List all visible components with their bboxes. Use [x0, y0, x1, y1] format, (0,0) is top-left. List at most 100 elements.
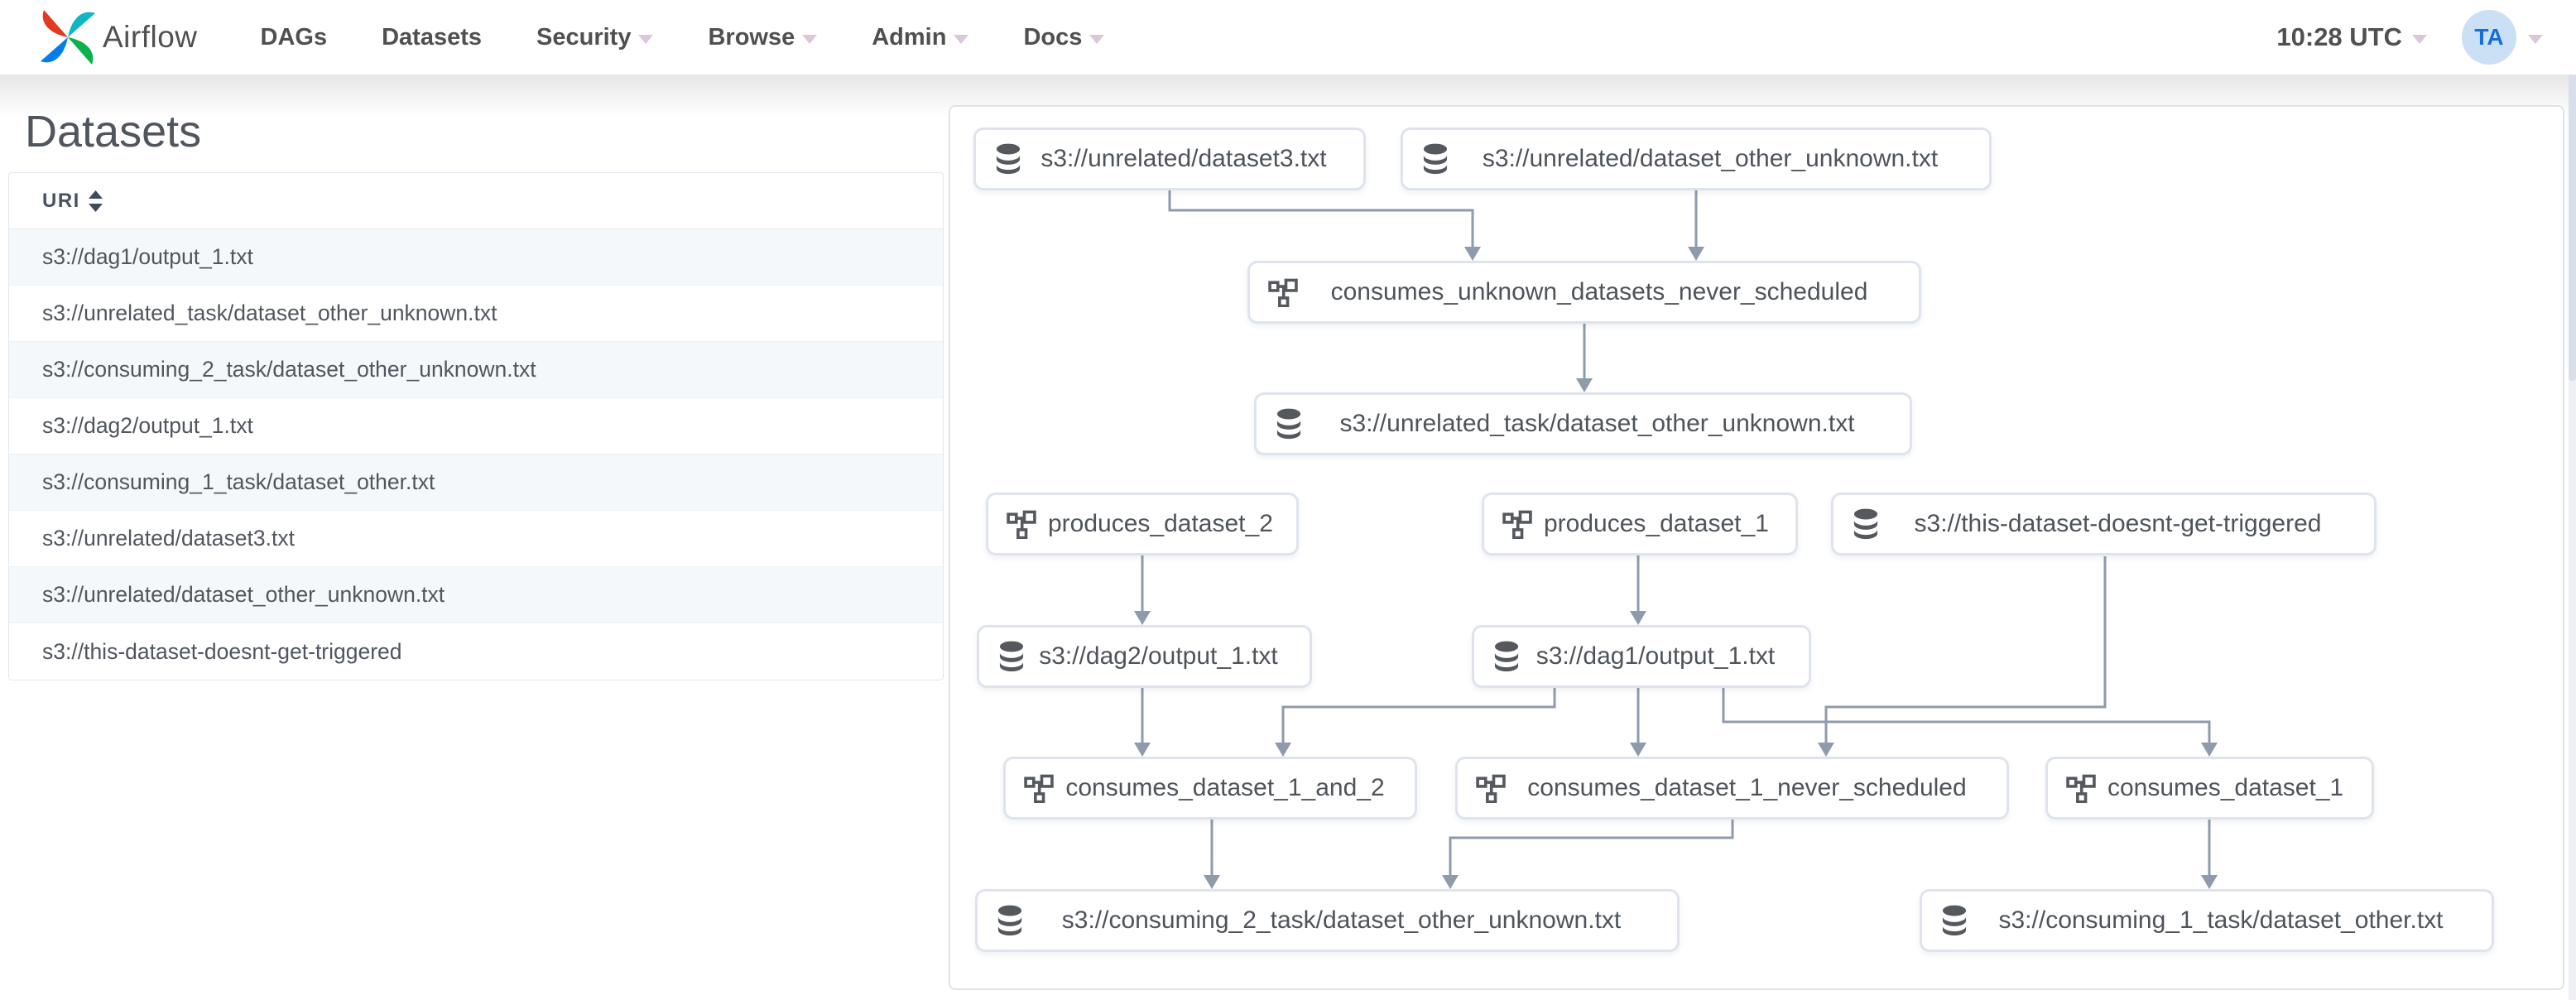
datasets-table: URI s3://dag1/output_1.txt s3://unrelated…: [8, 172, 944, 680]
nav-item-security[interactable]: Security: [536, 23, 654, 51]
dataset-node-utdou[interactable]: s3://unrelated_task/dataset_other_unknow…: [1254, 392, 1912, 455]
dag-icon: [1268, 277, 1298, 307]
edge-arrowhead: [2201, 875, 2218, 889]
avatar: TA: [2462, 10, 2516, 65]
edge-arrowhead: [1818, 743, 1834, 757]
edge-arrowhead: [1630, 743, 1646, 757]
nav-menu: DAGs Datasets Security Browse Admin Docs: [261, 24, 1105, 51]
dag-icon: [1024, 773, 1054, 803]
graph-edges: [1134, 190, 2218, 889]
node-label: produces_dataset_1: [1544, 510, 1769, 537]
edge-arrowhead: [2201, 743, 2218, 757]
nav-item-label: Browse: [708, 23, 795, 50]
table-row[interactable]: s3://dag2/output_1.txt: [9, 398, 943, 454]
edge-arrowhead: [1134, 743, 1151, 757]
uri-column-header[interactable]: URI: [42, 190, 103, 213]
nav-item-dags[interactable]: DAGs: [261, 24, 328, 51]
dataset-node-c2t[interactable]: s3://consuming_2_task/dataset_other_unkn…: [975, 889, 1680, 952]
table-row[interactable]: s3://unrelated_task/dataset_other_unknow…: [9, 286, 943, 342]
edge-arrowhead: [1464, 247, 1481, 261]
chevron-down-icon: [1089, 34, 1105, 44]
database-icon: [996, 905, 1024, 936]
table-row[interactable]: s3://unrelated/dataset_other_unknown.txt: [9, 567, 943, 623]
dag-node-cd12[interactable]: consumes_dataset_1_and_2: [1003, 757, 1417, 820]
dataset-uri-cell: s3://unrelated/dataset_other_unknown.txt: [42, 582, 445, 607]
dataset-dependency-graph: s3://unrelated/dataset3.txt s3://unrelate…: [949, 105, 2564, 990]
chevron-down-icon: [802, 34, 818, 44]
edge-dag1o-to-cd12: [1281, 688, 1556, 746]
database-icon: [994, 143, 1022, 175]
dag-icon: [1476, 773, 1506, 803]
uri-column-label: URI: [42, 189, 80, 212]
scrollbar-thumb[interactable]: [2569, 50, 2576, 381]
dag-node-cd1ns[interactable]: consumes_dataset_1_never_scheduled: [1455, 757, 2009, 820]
dataset-node-c1t[interactable]: s3://consuming_1_task/dataset_other.txt: [1920, 889, 2494, 952]
clock-label: 10:28 UTC: [2276, 22, 2402, 51]
clock-dropdown[interactable]: 10:28 UTC: [2276, 22, 2427, 52]
page-title: Datasets: [25, 107, 202, 156]
nav-item-label: Security: [536, 23, 632, 50]
table-row[interactable]: s3://consuming_1_task/dataset_other.txt: [9, 454, 943, 511]
sort-icon: [88, 190, 103, 212]
node-label: s3://dag2/output_1.txt: [1039, 642, 1278, 670]
vertical-scrollbar[interactable]: [2569, 46, 2576, 1000]
edge-cd1ns-to-c2t: [1449, 820, 1734, 878]
database-icon: [1275, 408, 1303, 440]
airflow-brand[interactable]: Airflow: [38, 7, 198, 67]
dataset-node-tddgt[interactable]: s3://this-dataset-doesnt-get-triggered: [1831, 493, 2377, 555]
dataset-uri-cell: s3://unrelated/dataset3.txt: [42, 526, 295, 550]
node-label: consumes_dataset_1_and_2: [1065, 774, 1385, 801]
nav-item-admin[interactable]: Admin: [872, 23, 969, 51]
nav-item-label: Admin: [872, 23, 947, 50]
database-icon: [997, 641, 1026, 672]
dag-node-pd1[interactable]: produces_dataset_1: [1482, 493, 1798, 555]
dataset-uri-cell: s3://unrelated_task/dataset_other_unknow…: [42, 300, 497, 325]
dag-icon: [2066, 773, 2096, 803]
datasets-table-body: s3://dag1/output_1.txt s3://unrelated_tas…: [9, 229, 943, 680]
edge-arrowhead: [1630, 611, 1646, 625]
nav-item-label: DAGs: [260, 23, 328, 50]
table-row[interactable]: s3://unrelated/dataset3.txt: [9, 511, 943, 567]
dag-icon: [1502, 509, 1532, 539]
chevron-down-icon: [2528, 34, 2543, 44]
node-label: produces_dataset_2: [1048, 510, 1273, 537]
chevron-down-icon: [954, 34, 969, 44]
chevron-down-icon: [2412, 34, 2427, 44]
nav-item-datasets[interactable]: Datasets: [382, 24, 482, 51]
chevron-down-icon: [638, 34, 654, 44]
node-label: s3://dag1/output_1.txt: [1536, 642, 1776, 670]
user-menu[interactable]: TA: [2462, 10, 2543, 65]
node-label: s3://consuming_1_task/dataset_other.txt: [1998, 906, 2444, 934]
database-icon: [1492, 641, 1521, 672]
dataset-node-dag1o[interactable]: s3://dag1/output_1.txt: [1472, 625, 1811, 688]
dag-node-pd2[interactable]: produces_dataset_2: [986, 493, 1299, 555]
node-label: s3://unrelated/dataset3.txt: [1040, 145, 1327, 172]
nav-item-label: Datasets: [382, 23, 483, 50]
dataset-node-dsou[interactable]: s3://unrelated/dataset_other_unknown.txt: [1401, 127, 1992, 190]
database-icon: [1940, 905, 1968, 936]
edge-arrowhead: [1134, 611, 1151, 625]
table-row[interactable]: s3://dag1/output_1.txt: [9, 229, 943, 286]
node-label: s3://unrelated/dataset_other_unknown.txt: [1482, 145, 1939, 172]
dataset-node-dag2o[interactable]: s3://dag2/output_1.txt: [977, 625, 1312, 688]
node-label: s3://unrelated_task/dataset_other_unknow…: [1339, 410, 1855, 437]
table-row[interactable]: s3://this-dataset-doesnt-get-triggered: [9, 623, 943, 680]
edge-arrowhead: [1442, 875, 1459, 889]
database-icon: [1421, 143, 1449, 175]
datasets-table-header: URI: [9, 173, 943, 229]
dataset-node-ds3[interactable]: s3://unrelated/dataset3.txt: [973, 127, 1366, 190]
dag-node-cd1[interactable]: consumes_dataset_1: [2045, 757, 2374, 820]
table-row[interactable]: s3://consuming_2_task/dataset_other_unkn…: [9, 342, 943, 398]
edge-tddgt-to-cd1ns: [1824, 556, 2107, 746]
dataset-uri-cell: s3://dag2/output_1.txt: [42, 413, 253, 438]
dag-node-cuns[interactable]: consumes_unknown_datasets_never_schedule…: [1247, 261, 1921, 324]
nav-item-docs[interactable]: Docs: [1023, 24, 1105, 51]
edge-dag1o-to-cd1: [1722, 688, 2211, 746]
dataset-uri-cell: s3://this-dataset-doesnt-get-triggered: [42, 638, 402, 664]
database-icon: [1852, 508, 1880, 540]
edge-arrowhead: [1275, 743, 1291, 757]
edge-arrowhead: [1204, 875, 1220, 889]
nav-item-browse[interactable]: Browse: [708, 23, 818, 51]
